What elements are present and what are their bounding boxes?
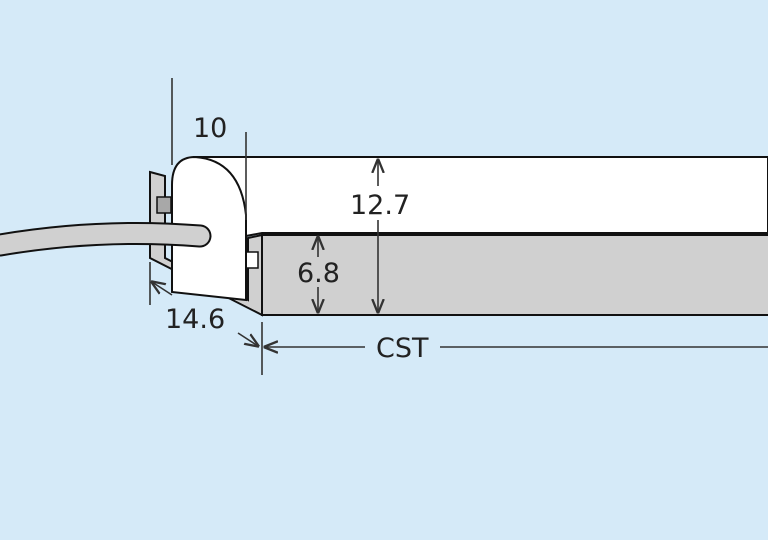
- dimension-length: CST: [376, 333, 429, 364]
- diffuser-top-face: [192, 156, 768, 238]
- profile-front-face: [261, 234, 768, 316]
- dimension-width-top: 10: [193, 113, 227, 144]
- dimension-total-height: 12.7: [350, 190, 410, 221]
- dimension-width-base: 14.6: [165, 304, 225, 335]
- diffuser-dome: [171, 155, 247, 302]
- dimension-channel-height: 6.8: [297, 258, 340, 289]
- channel-slot: [156, 196, 172, 214]
